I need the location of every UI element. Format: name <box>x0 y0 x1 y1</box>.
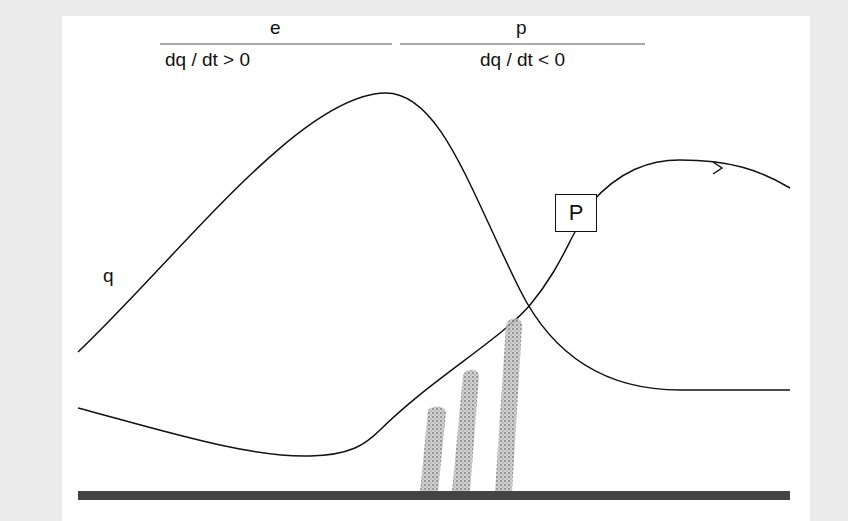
phase-label: e <box>270 18 281 39</box>
curve-label: q <box>103 266 114 287</box>
point-label: P <box>569 201 584 225</box>
point-box: P <box>555 194 597 232</box>
rain-streak <box>452 370 479 492</box>
rain-streak <box>420 406 446 492</box>
ground-bar <box>78 491 790 500</box>
rain-streak <box>495 318 522 492</box>
phase-condition: dq / dt > 0 <box>165 50 250 71</box>
phase-bar <box>400 43 645 44</box>
humidity-curve <box>78 93 790 390</box>
phase-bar <box>160 43 392 44</box>
phase-label: p <box>516 18 527 39</box>
phase-condition: dq / dt < 0 <box>480 50 565 71</box>
plot-ground <box>62 16 810 521</box>
arrowhead <box>713 162 722 174</box>
trajectory <box>590 160 790 204</box>
